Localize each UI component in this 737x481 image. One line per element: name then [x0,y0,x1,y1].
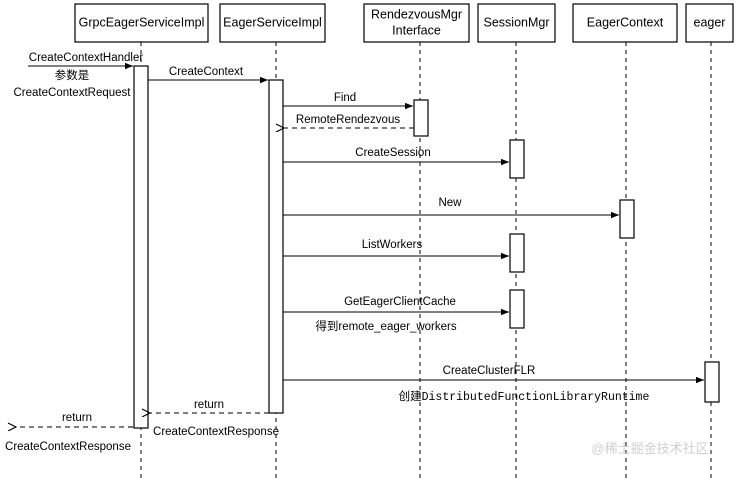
message-label-m6: New [438,197,462,209]
activation-bar-sessionmgr[interactable] [509,233,525,273]
message-m2[interactable]: CreateContext [148,66,268,84]
message-label-m9: CreateClusterFLR [443,365,536,377]
participant-box-rendezvous[interactable] [363,3,470,43]
activation-bar-rendezvous[interactable] [413,99,429,137]
activation-bar-grpc[interactable] [133,65,149,429]
message-label-m11: return [62,412,92,424]
watermark-label: @稀土掘金技术社区 [591,441,708,456]
message-sublabel-m11: CreateContextResponse [5,441,131,453]
message-sublabel-m8: 得到remote_eager_workers [315,320,457,333]
message-sublabel-m1: 参数是 [55,68,90,82]
participant-eager[interactable]: eager [685,3,734,43]
message-sublabel-m1: CreateContextRequest [14,87,132,99]
activation-bar-eagersvc[interactable] [268,79,284,414]
message-label-m2: CreateContext [169,66,244,78]
message-m8[interactable]: GetEagerClientCache 得到remote_eager_worker… [283,296,509,333]
message-label-m7: ListWorkers [362,239,423,251]
participant-eagersvc[interactable]: EagerServiceImpl [219,3,326,43]
activation-bars-group [133,65,720,429]
message-sublabel-m10: CreateContextResponse [153,426,279,438]
message-m4[interactable]: RemoteRendezvous [284,114,414,128]
activation-bar-eager[interactable] [704,361,720,403]
message-label-m1: CreateContextHandler [29,52,144,64]
participant-grpc[interactable]: GrpcEagerServiceImpl [74,3,209,43]
message-label-m5: CreateSession [355,147,430,159]
activation-bar-sessionmgr[interactable] [509,139,525,179]
message-label-m8: GetEagerClientCache [344,296,456,308]
participant-box-sessionmgr[interactable] [477,3,556,43]
message-m9[interactable]: CreateClusterFLR 创建DistributedFunctionLib… [283,365,704,404]
participant-box-eagersvc[interactable] [219,3,326,43]
message-m3[interactable]: Find [283,92,413,110]
participant-label-eagerctx: EagerContext [587,15,664,29]
participant-label-eagersvc: EagerServiceImpl [223,15,322,29]
participant-label-sessionmgr: SessionMgr [484,15,550,29]
participant-boxes-group: GrpcEagerServiceImpl EagerServiceImpl Rend… [74,3,734,43]
participant-label-rendezvous: Interface [392,23,441,37]
participant-box-eagerctx[interactable] [572,3,678,43]
activation-bar-sessionmgr[interactable] [509,289,525,329]
participant-label-grpc: GrpcEagerServiceImpl [79,15,205,29]
participant-box-grpc[interactable] [74,3,209,43]
message-label-m3: Find [334,92,356,104]
message-sublabel-m9: 创建DistributedFunctionLibraryRuntime [399,389,650,404]
message-m6[interactable]: New [283,197,619,219]
participant-label-rendezvous: RendezvousMgr [371,7,462,21]
message-label-m10: return [194,399,224,411]
participant-sessionmgr[interactable]: SessionMgr [477,3,556,43]
participant-box-eager[interactable] [685,3,734,43]
participant-eagerctx[interactable]: EagerContext [572,3,678,43]
messages-group: CreateContextHandler 参数是 CreateContextRequ… [5,52,704,453]
message-label-m4: RemoteRendezvous [296,114,400,126]
message-m7[interactable]: ListWorkers [283,239,509,260]
message-m5[interactable]: CreateSession [283,147,509,166]
participant-label-eager: eager [694,15,726,29]
message-m1[interactable]: CreateContextHandler 参数是 CreateContextRequ… [14,52,144,99]
activation-bar-eagerctx[interactable] [619,199,635,239]
